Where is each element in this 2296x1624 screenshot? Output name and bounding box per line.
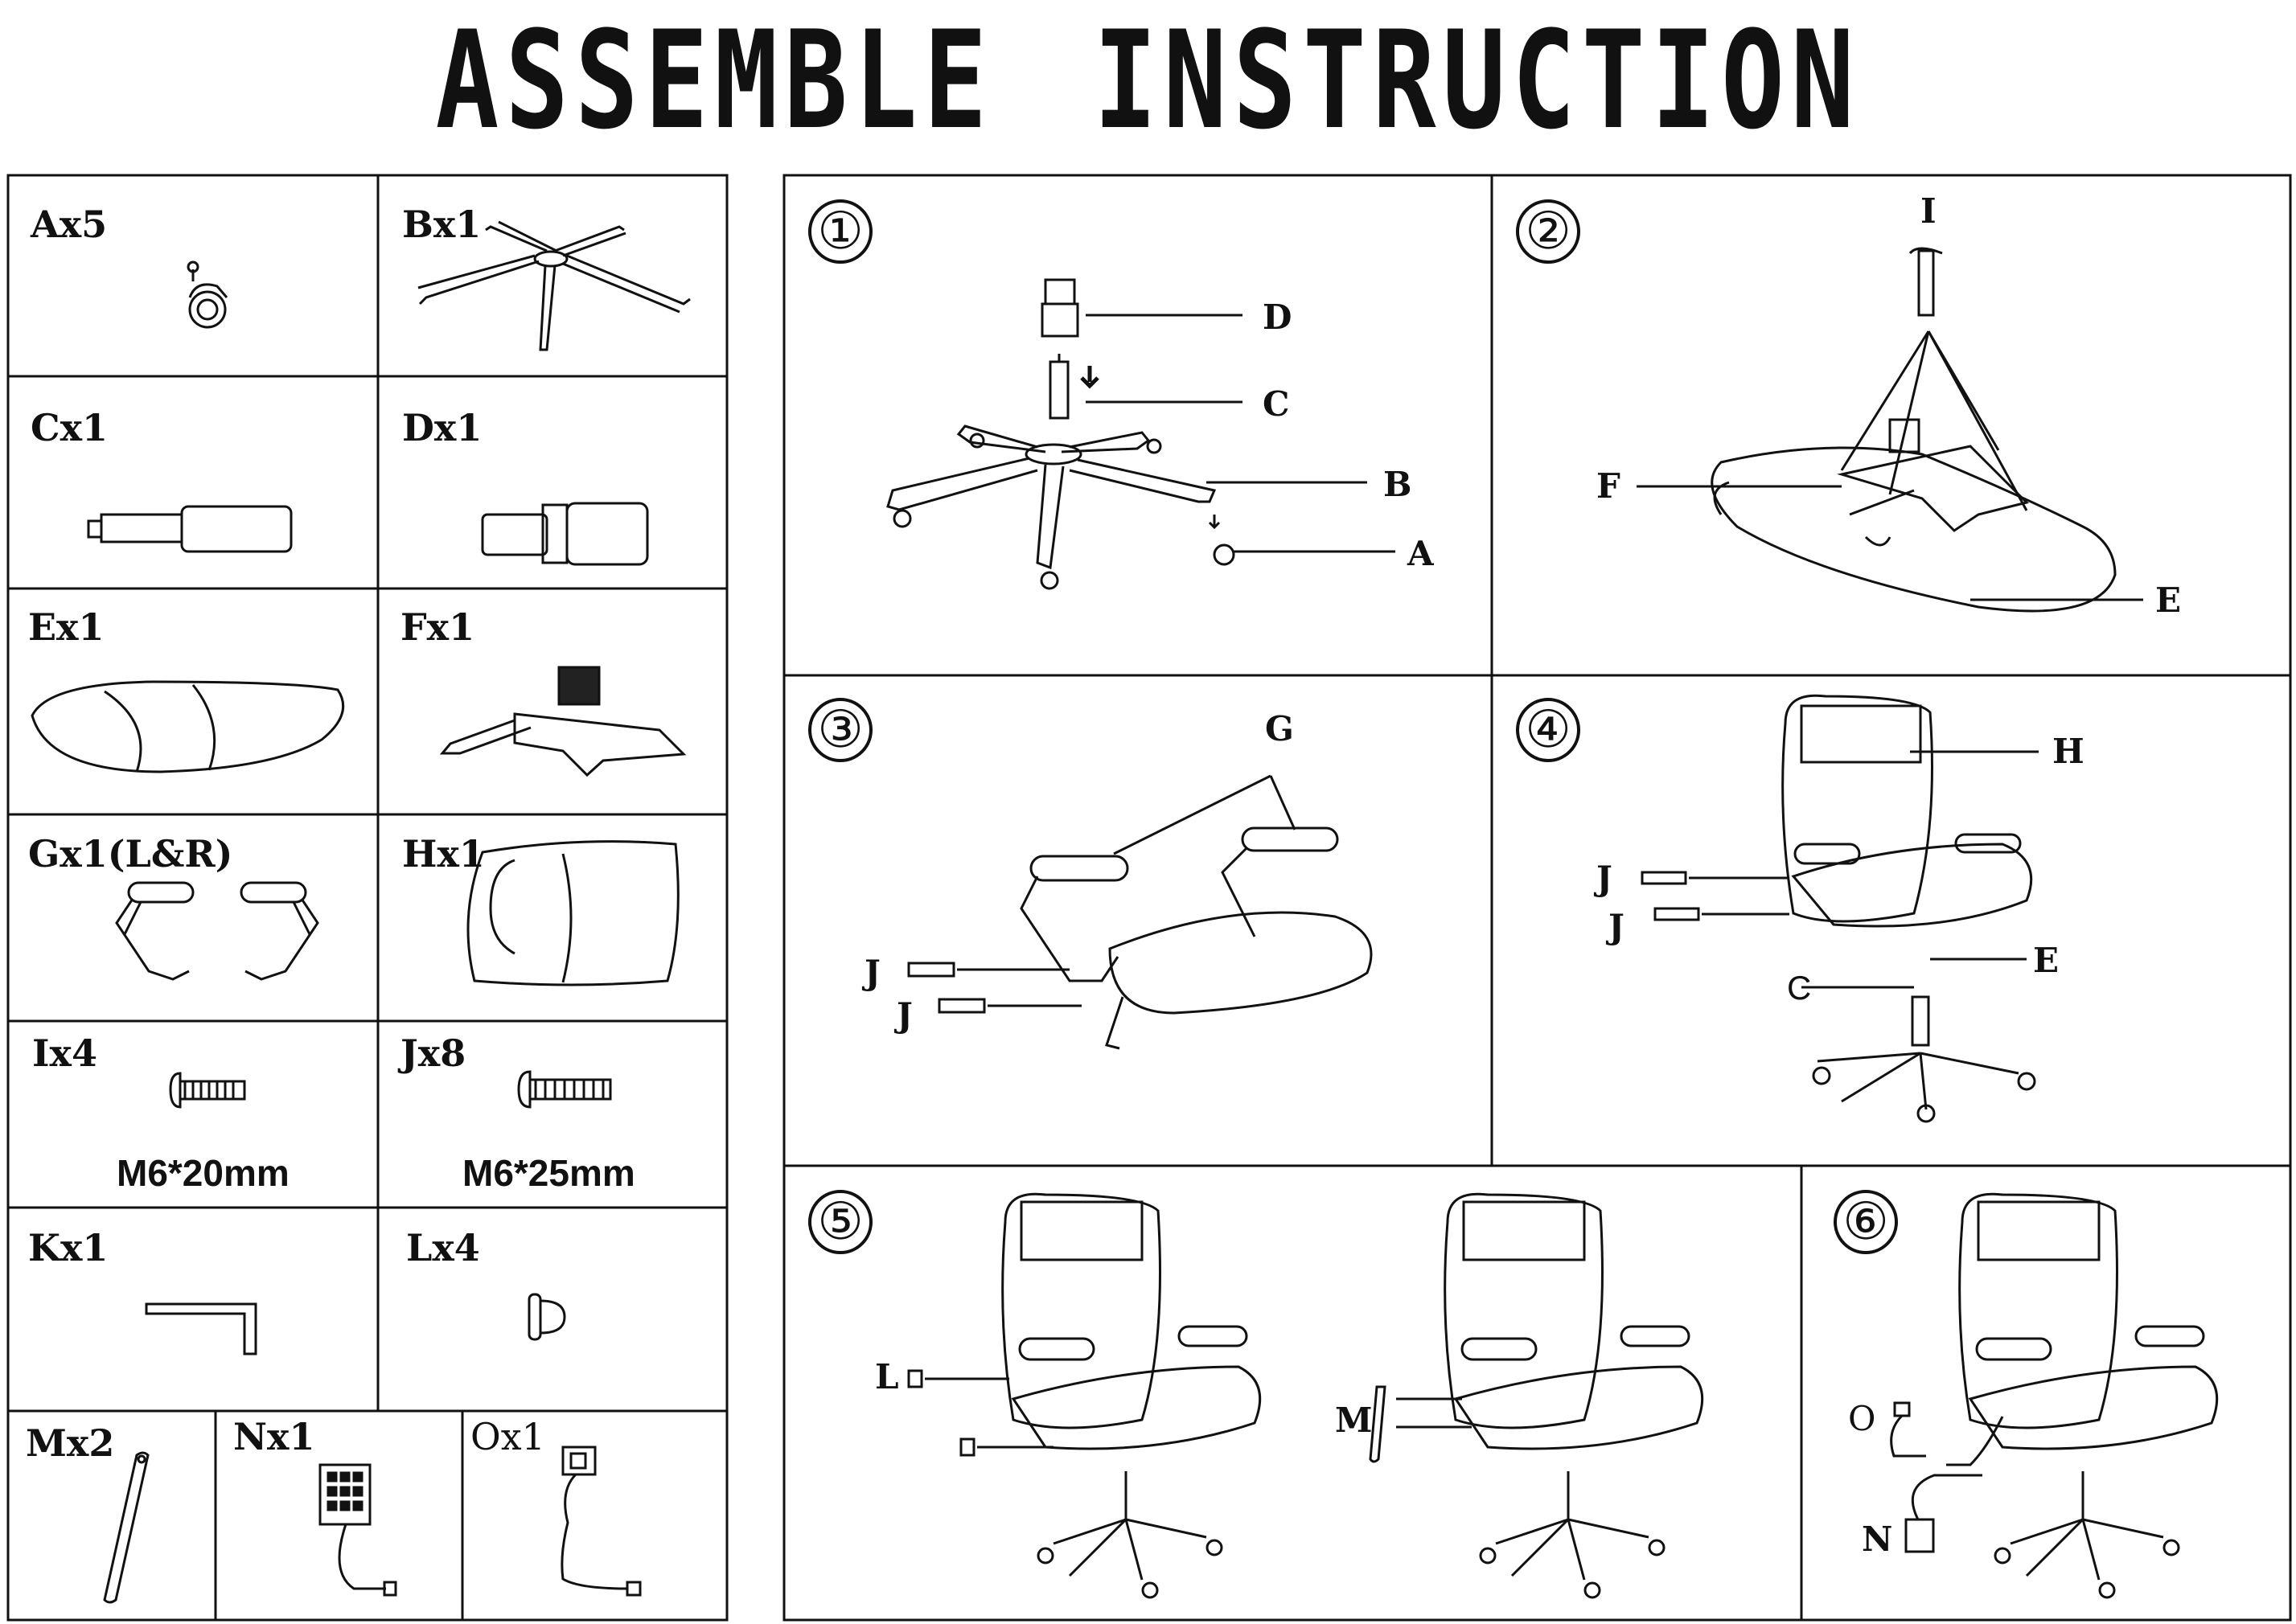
callout-step3-j1: J <box>865 953 881 992</box>
part-label-b: Bx1 <box>402 203 482 246</box>
callout-step4-c: C <box>1787 969 1812 1007</box>
screw-spec-j: M6*25mm <box>462 1152 635 1194</box>
callout-step2-i: I <box>1920 191 1937 231</box>
screw-icon <box>517 1070 612 1109</box>
callout-step4-e: E <box>2033 941 2060 980</box>
callout-step2-f: F <box>1596 466 1620 506</box>
callout-step4-j2: J <box>1608 907 1624 946</box>
chair-right <box>1444 1192 1704 1599</box>
title-left: ASSEMBLE <box>435 2 994 159</box>
callout-step4-h: H <box>2052 732 2084 771</box>
callout-step5-m: M <box>1335 1400 1373 1440</box>
part-label-f: Fx1 <box>400 605 475 649</box>
step-number-4: ④ <box>1516 698 1580 762</box>
callout-step5-l: L <box>875 1357 899 1396</box>
caster-wheel-icon <box>187 260 228 329</box>
callout-step1-c: C <box>1263 384 1290 424</box>
cable-connector-icon <box>561 1446 642 1597</box>
backrest-icon <box>466 840 680 986</box>
callout-step4-j1: J <box>1596 859 1612 898</box>
page-title: ASSEMBLE INSTRUCTION <box>253 0 2043 161</box>
callout-step3-j2: J <box>897 995 913 1035</box>
part-label-l: Lx4 <box>406 1226 480 1269</box>
step1-drawing <box>886 278 1395 590</box>
step3-drawing <box>907 774 1373 1050</box>
part-label-e: Ex1 <box>28 605 105 649</box>
step5-drawing <box>907 1192 1704 1599</box>
part-label-o: Ox1 <box>470 1415 545 1458</box>
tilt-mechanism-icon <box>439 666 687 777</box>
callout-step6-n: N <box>1862 1519 1893 1559</box>
callout-step6-o: O <box>1848 1399 1876 1438</box>
cylinder-cover-icon <box>481 502 649 566</box>
step6-drawing <box>1890 1192 2219 1599</box>
part-label-j: Jx8 <box>400 1031 466 1075</box>
step-number-6: ⑥ <box>1834 1190 1898 1254</box>
part-label-h: Hx1 <box>402 832 485 876</box>
callout-step1-a: A <box>1407 534 1434 573</box>
star-base-icon <box>417 220 691 351</box>
cap-plug-icon <box>528 1293 566 1341</box>
part-label-n: Nx1 <box>233 1415 315 1458</box>
step-number-2: ② <box>1516 199 1580 264</box>
remote-control-icon <box>318 1463 397 1597</box>
allen-key-icon <box>145 1302 257 1355</box>
part-label-k: Kx1 <box>28 1226 109 1269</box>
part-label-m: Mx2 <box>26 1421 115 1465</box>
armrests-icon <box>115 881 319 981</box>
part-label-d: Dx1 <box>402 406 483 449</box>
step-number-1: ① <box>808 199 873 264</box>
step-number-3: ③ <box>808 698 873 762</box>
part-label-g: Gx1(L&R) <box>28 832 233 876</box>
step2-drawing <box>1637 247 2143 613</box>
screw-icon <box>169 1072 246 1109</box>
seat-cushion-icon <box>31 680 345 773</box>
callout-step1-b: B <box>1383 465 1412 504</box>
part-label-c: Cx1 <box>31 406 109 449</box>
callout-step1-d: D <box>1263 297 1292 337</box>
part-label-a: Ax5 <box>31 203 108 246</box>
cover-strip-icon <box>103 1451 150 1604</box>
step-number-5: ⑤ <box>808 1190 873 1254</box>
title-right: INSTRUCTION <box>1093 2 1861 159</box>
gas-cylinder-icon <box>87 505 293 553</box>
callout-step3-g: G <box>1265 709 1294 748</box>
part-label-i: Ix4 <box>32 1031 97 1075</box>
screw-spec-i: M6*20mm <box>117 1152 290 1194</box>
chair-left <box>1001 1192 1262 1599</box>
callout-step2-e: E <box>2155 580 2182 620</box>
step4-drawing <box>1641 694 2039 1123</box>
